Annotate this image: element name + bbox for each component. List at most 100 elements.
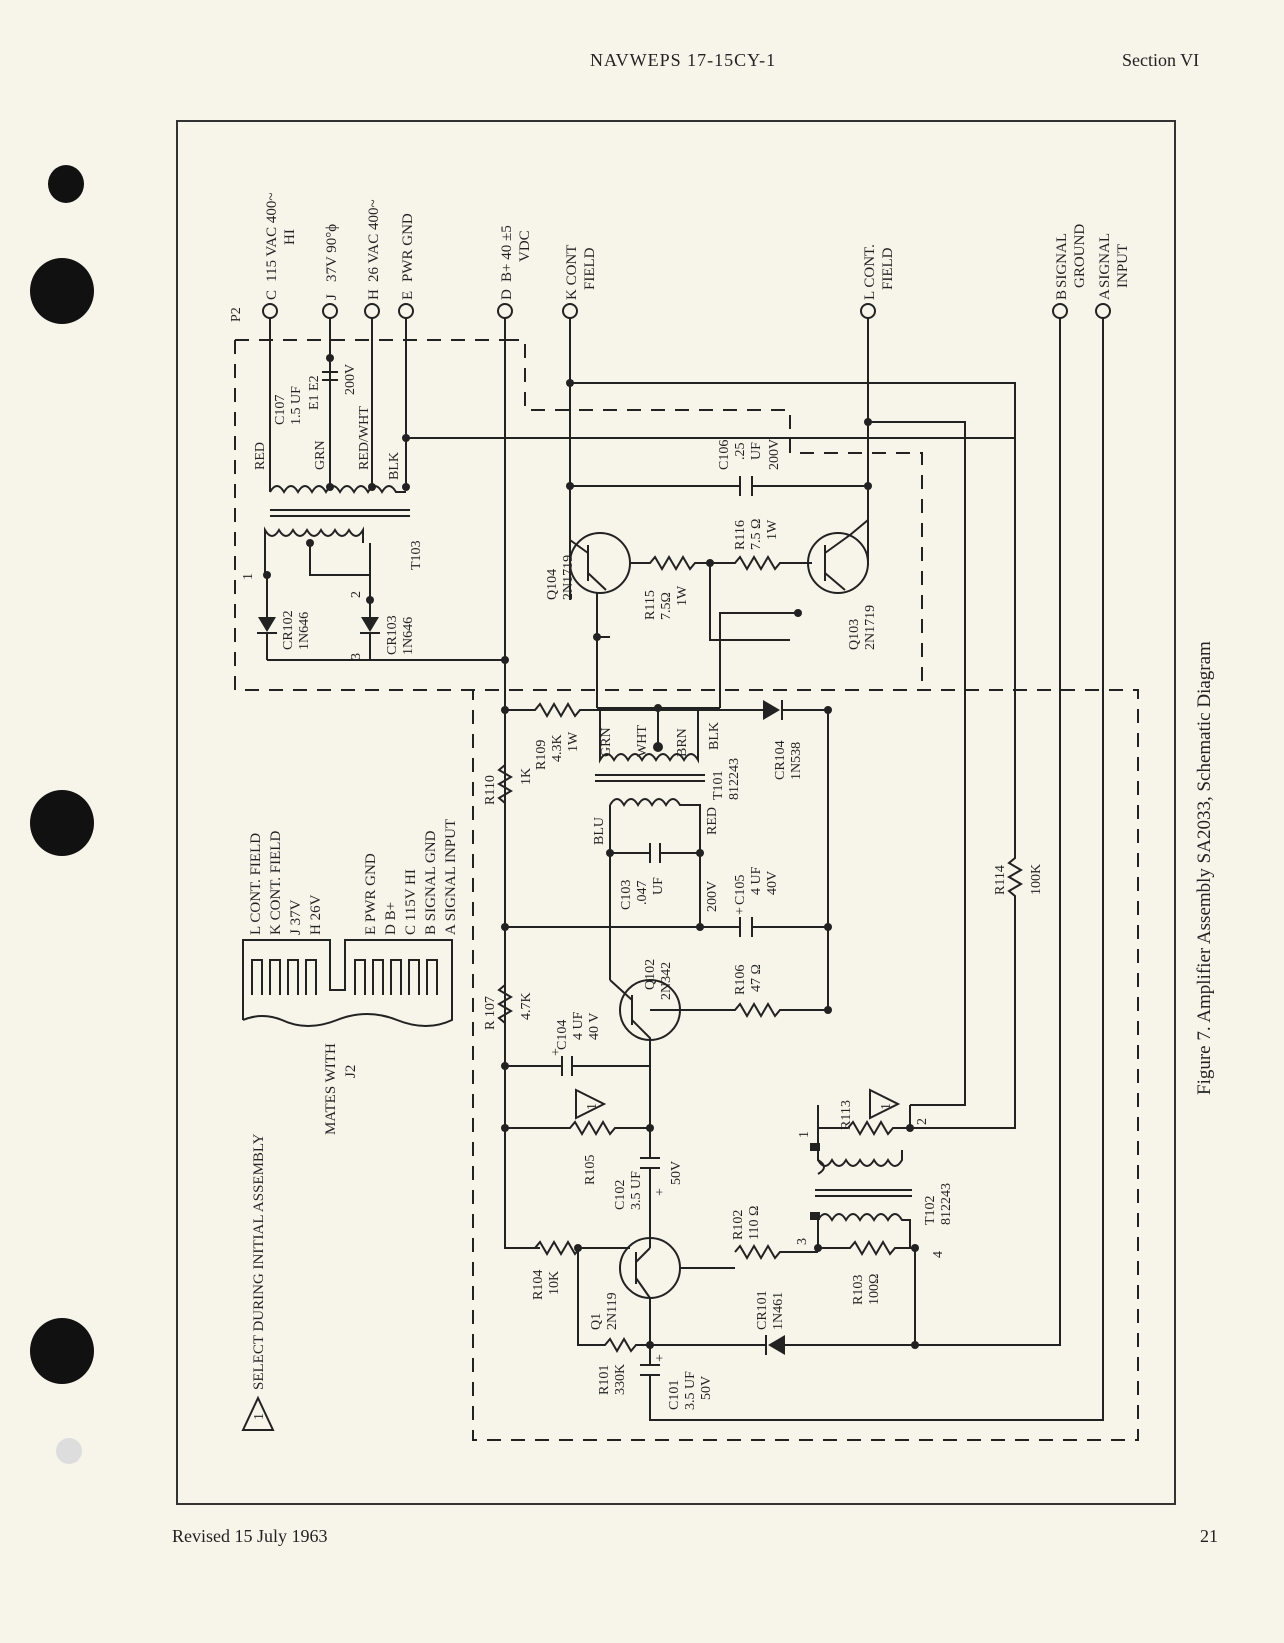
diode-cr103: 2 3 CR103 1N646: [349, 591, 416, 660]
resistor-r101: R101 330K: [597, 1364, 628, 1395]
svg-text:K CONT: K CONT: [564, 245, 580, 300]
transistor-q1: Q1 2N119: [589, 1237, 735, 1345]
svg-text:PWR GND: PWR GND: [400, 213, 416, 282]
pin-l: L CONT. FIELD: [860, 244, 896, 319]
transistor-q104: Q104 2N1719: [545, 486, 631, 600]
svg-text:Q1: Q1: [589, 1313, 604, 1330]
svg-text:A SIGNAL INPUT: A SIGNAL INPUT: [443, 819, 459, 935]
capacitor-c101: + C101 3.5 UF 50V: [640, 318, 1104, 1421]
svg-text:3: 3: [795, 1238, 810, 1245]
svg-text:1: 1: [241, 573, 256, 580]
svg-text:BRN: BRN: [675, 728, 690, 757]
svg-text:GROUND: GROUND: [1072, 224, 1088, 288]
svg-text:E1 E2: E1 E2: [307, 375, 322, 410]
svg-text:4.3K: 4.3K: [550, 734, 565, 762]
svg-text:.047: .047: [635, 881, 650, 906]
svg-text:R101: R101: [597, 1365, 612, 1395]
pin-c: C 115 VAC 400~ HI: [262, 192, 298, 319]
binder-hole: [30, 790, 94, 856]
resistor-r116: R116: [733, 520, 748, 550]
wire-red: RED: [253, 442, 268, 470]
svg-text:FIELD: FIELD: [582, 247, 598, 290]
connector-j2-drawing: L CONT. FIELD K CONT. FIELD J 37V H 26V …: [242, 819, 459, 1135]
svg-text:812243: 812243: [939, 1183, 954, 1225]
svg-text:R105: R105: [583, 1155, 598, 1185]
svg-text:+: +: [653, 1188, 668, 1196]
svg-text:SIGNAL: SIGNAL: [1054, 233, 1070, 288]
svg-text:FIELD: FIELD: [880, 247, 896, 290]
capacitor-c105: + C105 4 UF 40V: [733, 866, 780, 937]
svg-text:C102: C102: [613, 1180, 628, 1210]
svg-text:C: C: [264, 290, 280, 300]
svg-text:812243: 812243: [727, 758, 742, 800]
resistor-r102: R102 110 Ω: [731, 1206, 822, 1260]
svg-text:T101: T101: [711, 770, 726, 800]
svg-text:47 Ω: 47 Ω: [749, 964, 764, 992]
svg-text:1: 1: [585, 1103, 600, 1110]
svg-text:2N342: 2N342: [659, 962, 674, 1000]
svg-text:L CONT. FIELD: L CONT. FIELD: [248, 833, 264, 935]
svg-text:2N1719: 2N1719: [561, 555, 576, 600]
svg-text:D: D: [499, 289, 515, 300]
svg-text:1.5 UF: 1.5 UF: [289, 386, 304, 425]
svg-text:50V: 50V: [669, 1161, 684, 1185]
svg-text:R 107: R 107: [483, 996, 498, 1030]
svg-text:R114: R114: [993, 865, 1008, 895]
diode-cr101: CR101 1N461: [646, 1290, 919, 1355]
pin-d: D B+ 40 ±5 VDC: [497, 225, 533, 319]
document-title: NAVWEPS 17-15CY-1: [590, 50, 777, 70]
svg-text:B+ 40 ±5: B+ 40 ±5: [499, 225, 515, 282]
svg-text:1: 1: [879, 1103, 894, 1110]
diode-cr104: CR104 1N538: [763, 700, 832, 780]
svg-text:7.5Ω: 7.5Ω: [659, 592, 674, 620]
svg-text:40V: 40V: [765, 871, 780, 895]
svg-text:4 UF: 4 UF: [571, 1011, 586, 1040]
binder-hole: [30, 258, 94, 324]
svg-text:R104: R104: [531, 1270, 546, 1300]
resistor-r103: R103 100Ω: [818, 1240, 919, 1345]
svg-text:3: 3: [349, 653, 364, 660]
svg-text:R109: R109: [534, 740, 549, 770]
resistor-r105: 1 R105: [501, 1088, 654, 1185]
svg-text:CR102: CR102: [281, 610, 296, 650]
svg-text:110 Ω: 110 Ω: [747, 1206, 762, 1240]
pin-e: E PWR GND: [398, 213, 416, 319]
capacitor-c103: C103 .047 UF 200V: [606, 843, 720, 912]
svg-text:C105: C105: [733, 875, 748, 905]
svg-text:3.5 UF: 3.5 UF: [629, 1171, 644, 1210]
svg-text:1: 1: [797, 1131, 812, 1138]
section-label: Section VI: [1122, 50, 1200, 70]
svg-text:1: 1: [252, 1413, 267, 1420]
svg-text:200V: 200V: [767, 439, 782, 470]
svg-text:+: +: [653, 1354, 668, 1362]
svg-text:2N119: 2N119: [605, 1292, 620, 1330]
capacitor-c107: C107 1.5 UF E1 E2 200V: [273, 354, 358, 425]
svg-text:BLK: BLK: [707, 722, 722, 750]
svg-text:1N538: 1N538: [789, 742, 804, 780]
svg-text:Q104: Q104: [545, 569, 560, 600]
svg-text:UF: UF: [651, 877, 666, 895]
svg-text:10K: 10K: [547, 1271, 562, 1295]
resistor-r104: R104 10K: [531, 1240, 630, 1300]
svg-text:330K: 330K: [613, 1364, 628, 1395]
svg-text:R113: R113: [839, 1100, 854, 1130]
svg-text:WHT: WHT: [635, 725, 650, 757]
svg-text:H: H: [366, 289, 382, 300]
resistor-r114: R114 100K: [910, 690, 1044, 1129]
svg-text:1K: 1K: [519, 768, 534, 785]
svg-text:VDC: VDC: [517, 230, 533, 262]
capacitor-c106: C106 .25 UF 200V: [717, 439, 782, 496]
svg-text:B SIGNAL GND: B SIGNAL GND: [423, 830, 439, 935]
svg-text:1W: 1W: [566, 731, 581, 752]
connector-label: P2: [229, 307, 244, 322]
resistor-r115: R115: [643, 590, 658, 620]
svg-text:C 115V HI: C 115V HI: [403, 869, 419, 935]
svg-text:J 37V: J 37V: [288, 899, 304, 935]
svg-text:Q102: Q102: [643, 959, 658, 990]
svg-text:4.7K: 4.7K: [519, 992, 534, 1020]
svg-text:SIGNAL: SIGNAL: [1097, 233, 1113, 288]
diagram-frame: [176, 120, 1176, 1505]
svg-text:3.5 UF: 3.5 UF: [683, 1371, 698, 1410]
svg-text:4 UF: 4 UF: [749, 866, 764, 895]
resistor-r107: R 107 4.7K: [483, 984, 534, 1030]
